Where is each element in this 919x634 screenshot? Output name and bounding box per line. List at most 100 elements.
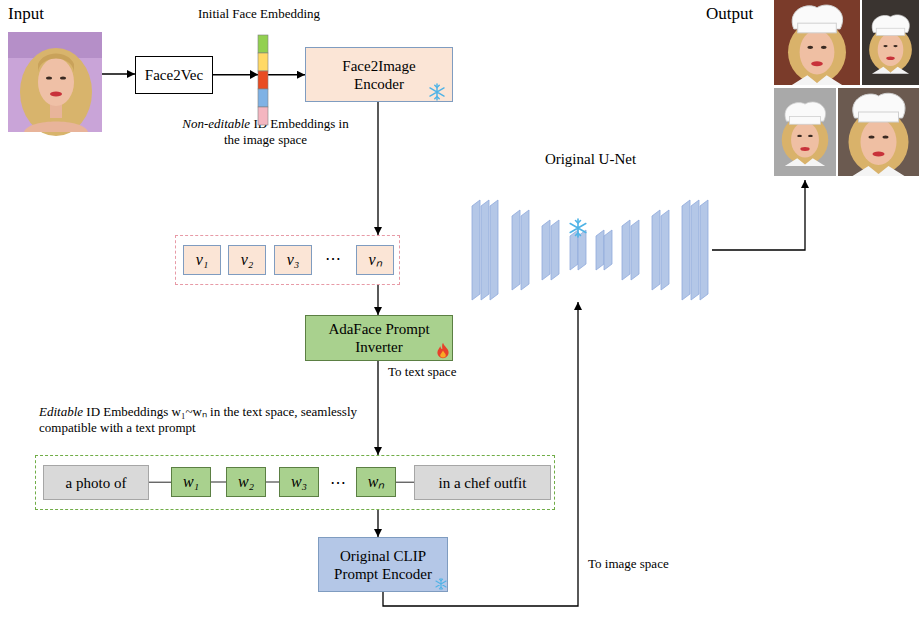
unet-illustration (472, 200, 708, 300)
input-photo (38, 54, 74, 73)
node-label: in a chef outfit (439, 474, 527, 492)
unet-illustration (661, 210, 669, 290)
frozen-icon (570, 219, 586, 237)
node-label: a photo of (66, 474, 127, 492)
arrowhead (250, 70, 258, 79)
input-arrow (102, 73, 135, 74)
flow-arrow (377, 510, 378, 537)
node-label: v₂ (241, 250, 254, 269)
ellipsis: ⋯ (323, 473, 353, 492)
unet-illustration (570, 230, 578, 270)
node-label: w₂ (238, 472, 254, 491)
chain-line (211, 481, 226, 482)
frozen-encoder-box: Original CLIP Prompt Encoder (318, 537, 448, 592)
output-images (849, 93, 909, 176)
node-label: AdaFace Prompt Inverter (315, 320, 443, 356)
embedding-token: vₙ (356, 245, 394, 275)
output-images (774, 88, 836, 176)
flow-arrow (377, 361, 378, 455)
face-embedding-bar (258, 71, 268, 89)
flow-arrow (377, 102, 378, 235)
chain-line (266, 481, 279, 482)
unet-illustration (481, 200, 489, 300)
unet-block: Original U-Net (468, 148, 713, 302)
input-photo (24, 122, 88, 133)
unet-illustration (691, 200, 699, 300)
input-photo (60, 76, 66, 79)
node-label: vₙ (368, 250, 381, 269)
flow-arrow (377, 285, 378, 315)
prompt-word-box: in a chef outfit (414, 465, 551, 500)
annotation: Initial Face Embedding (198, 6, 320, 22)
node-label: wₙ (368, 472, 385, 491)
input-photo (46, 76, 52, 79)
node-label: Original U-Net (545, 148, 636, 168)
embedding-token: w₁ (171, 467, 211, 497)
input-photo (20, 48, 92, 136)
node-label: Original CLIP Prompt Encoder (328, 547, 438, 583)
unet-illustration (521, 210, 529, 290)
prompt-word-box: a photo of (43, 465, 149, 500)
embedding-token: v₁ (183, 245, 221, 275)
unet-illustration (622, 220, 630, 280)
unet-illustration (700, 200, 708, 300)
unet-illustration (631, 220, 639, 280)
unet-illustration (472, 200, 480, 300)
panel-label: Input (8, 4, 44, 24)
node-label: v₁ (196, 250, 209, 269)
output-images (788, 5, 846, 85)
flow-arrow (213, 74, 305, 75)
output-arrow (712, 180, 805, 250)
unet-illustration (542, 220, 550, 280)
unet-illustration (652, 210, 660, 290)
unet-illustration (596, 230, 604, 270)
trainable-inverter-box: AdaFace Prompt Inverter (305, 315, 453, 361)
group-heading: Non-editable ID Embeddings in the image … (178, 116, 353, 147)
frozen-encoder-box: Face2Image Encoder (305, 47, 453, 102)
face-embedding-bar (258, 107, 268, 125)
panel-label: Output (706, 4, 753, 24)
face-embedding-bar (258, 89, 268, 107)
face-embedding-bar (258, 35, 268, 53)
trainable-icon (437, 343, 448, 358)
output-images (774, 0, 860, 85)
unet-illustration (682, 200, 690, 300)
face-embedding-bar (258, 35, 268, 125)
embedding-token: v₃ (274, 245, 312, 275)
unet-illustration (551, 220, 559, 280)
unet-illustration (578, 230, 586, 270)
output-images (838, 88, 919, 176)
unet-illustration (490, 200, 498, 300)
process-box: Face2Vec (135, 56, 213, 94)
unet-illustration (512, 210, 520, 290)
ellipsis: ⋯ (318, 249, 348, 268)
face-embedding-bar (258, 53, 268, 71)
node-label: Face2Vec (145, 66, 203, 84)
output-images (862, 0, 919, 85)
embedding-group: Non-editable ID Embeddings in the image … (175, 235, 400, 285)
prompt-group: Editable ID Embeddings w₁~wₙ in the text… (35, 455, 555, 510)
edge-label: To image space (586, 556, 671, 572)
embedding-token: v₂ (228, 245, 266, 275)
input-photo (50, 91, 62, 96)
unet-illustration (604, 230, 612, 270)
output-images (782, 102, 829, 166)
chain-line (396, 482, 414, 483)
node-label: w₃ (291, 472, 307, 491)
input-photo (8, 32, 102, 136)
input-photo (38, 58, 74, 106)
frozen-icon (436, 578, 446, 590)
embedding-token: wₙ (356, 467, 396, 497)
group-heading: Editable ID Embeddings w₁~wₙ in the text… (39, 404, 364, 435)
node-label: v₃ (287, 250, 300, 269)
output-images (869, 15, 912, 74)
edge-label: To text space (386, 364, 458, 380)
chain-line (149, 482, 171, 483)
node-label: w₁ (183, 472, 199, 491)
frozen-icon (430, 84, 444, 100)
embedding-token: w₃ (279, 467, 319, 497)
